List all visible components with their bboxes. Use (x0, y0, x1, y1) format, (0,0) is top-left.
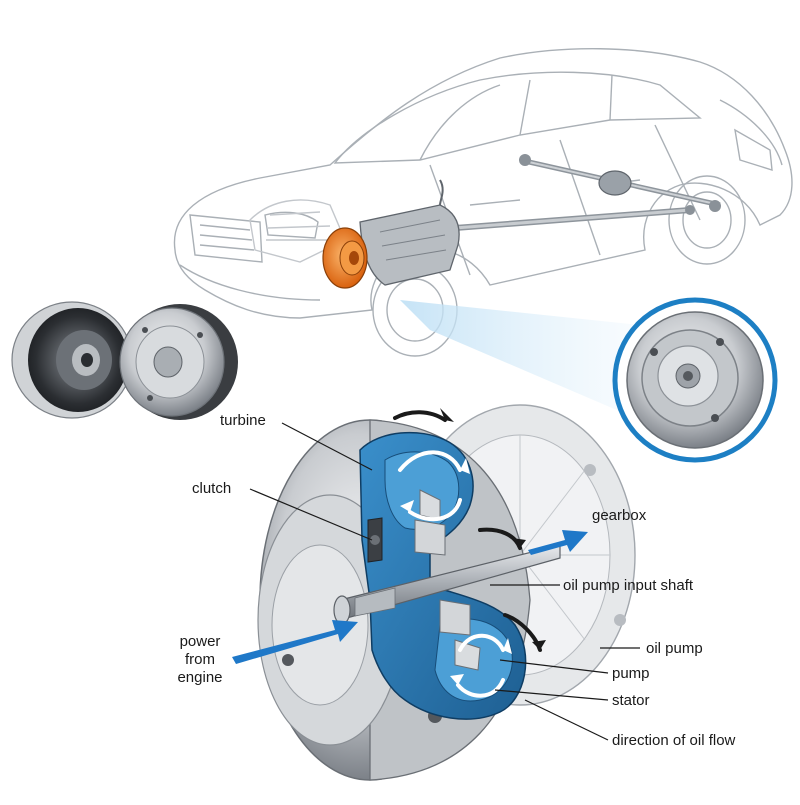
cutaway-torque-converter (257, 404, 636, 781)
label-power-line-1: power (179, 633, 221, 650)
torque-converter-in-car (322, 227, 368, 289)
label-gearbox: gearbox (592, 507, 647, 524)
label-power-line-3: engine (177, 669, 223, 686)
converter-photo-dark (11, 301, 133, 419)
label-power-from-engine: power from engine (165, 633, 235, 687)
leader-lines (249, 422, 640, 741)
drivetrain (452, 154, 721, 231)
label-oil-pump-input-shaft: oil pump input shaft (563, 577, 694, 594)
label-clutch: clutch (192, 480, 232, 497)
callout-beam (400, 300, 640, 420)
oil-flow-arrows (398, 450, 505, 698)
callout-converter-photo (612, 297, 778, 463)
label-direction-of-oil-flow: direction of oil flow (612, 732, 736, 749)
label-power-line-2: from (185, 651, 215, 668)
gearbox-output-arrow (528, 530, 588, 555)
car-line-art (173, 47, 793, 357)
power-from-engine-arrow (232, 620, 358, 664)
label-pump: pump (612, 665, 650, 682)
label-stator: stator (612, 692, 650, 709)
gearbox-housing (359, 179, 460, 286)
label-turbine: turbine (220, 412, 266, 429)
label-oil-pump: oil pump (646, 640, 703, 657)
converter-photo-silver (119, 304, 238, 420)
